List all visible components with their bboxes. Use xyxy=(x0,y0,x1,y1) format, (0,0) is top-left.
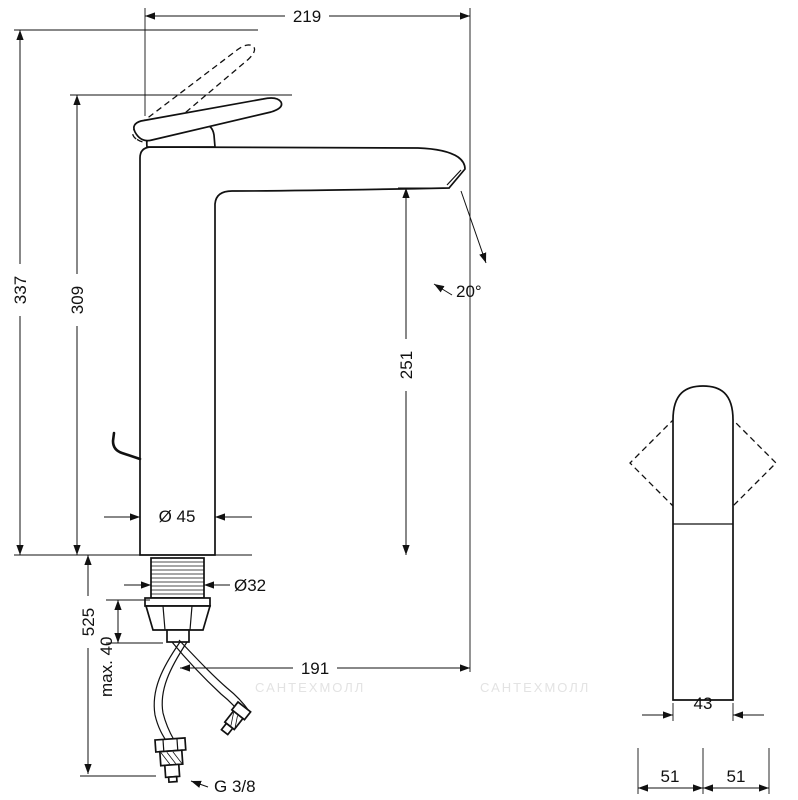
thread-hatch xyxy=(151,561,204,595)
dim-g38: G 3/8 xyxy=(190,777,256,796)
dim-251-label: 251 xyxy=(397,351,416,379)
dim-525-label: 525 xyxy=(79,608,98,636)
threaded-shank xyxy=(150,557,205,599)
hose-connector-angled xyxy=(220,700,252,736)
dim-51-back-label: 51 xyxy=(727,767,746,786)
dim-251: 251 xyxy=(397,187,450,555)
dim-191: 191 xyxy=(180,659,470,678)
watermark-text: САНТЕХМОЛЛ xyxy=(255,680,365,695)
dim-max40: max. 40 xyxy=(97,599,163,697)
dim-51-front-label: 51 xyxy=(661,767,680,786)
dim-max40-label: max. 40 xyxy=(97,637,116,697)
dim-191-label: 191 xyxy=(301,659,329,678)
flow-angle-annotation: 20° xyxy=(433,190,487,301)
handle-lever xyxy=(133,97,283,142)
drain-rod xyxy=(111,431,142,461)
watermark: САНТЕХМОЛЛ САНТЕХМОЛЛ xyxy=(255,680,590,695)
dim-d32-label: Ø32 xyxy=(234,576,266,595)
side-body-outline xyxy=(672,385,734,701)
dim-d45: Ø 45 xyxy=(104,507,252,526)
dim-525: 525 xyxy=(79,555,156,777)
mounting-hardware xyxy=(144,597,212,643)
dim-43: 43 xyxy=(642,694,764,721)
dim-g38-label: G 3/8 xyxy=(214,777,256,796)
spout-aerator-line xyxy=(446,169,462,186)
dim-309: 309 xyxy=(68,94,292,555)
dim-51-51: 51 51 xyxy=(637,748,770,794)
dim-43-label: 43 xyxy=(694,694,713,713)
dim-d45-label: Ø 45 xyxy=(159,507,196,526)
dimensions-front: 219 337 309 251 525 xyxy=(11,7,471,796)
dim-337: 337 xyxy=(11,29,258,555)
handle-swing-envelope-dashed xyxy=(629,389,777,537)
dim-337-label: 337 xyxy=(11,276,30,304)
faucet-body-outline xyxy=(139,146,466,556)
dim-219-label: 219 xyxy=(293,7,321,26)
watermark-text: САНТЕХМОЛЛ xyxy=(480,680,590,695)
side-view: 43 51 51 xyxy=(629,385,777,794)
front-view: 20° xyxy=(14,44,487,784)
dim-d32: Ø32 xyxy=(124,576,266,595)
angle-label: 20° xyxy=(456,282,482,301)
dim-219: 219 xyxy=(144,7,471,672)
hose-connector-bottom xyxy=(154,737,187,784)
dim-309-label: 309 xyxy=(68,286,87,314)
